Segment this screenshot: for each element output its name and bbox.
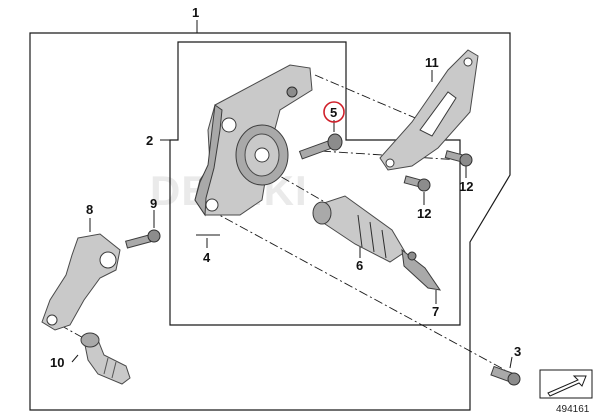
callout-12a: 12 [459,179,473,194]
assembly-frame-inner [169,41,461,326]
part-11-heel-plate [379,49,479,171]
part-8-footrest-arm [41,233,121,331]
axis-line-a [314,74,421,121]
axis-line-c [209,209,506,371]
part-10-footpeg [80,332,131,385]
highlight-ring-5 [323,101,345,123]
callout-1: 1 [192,5,199,20]
part-12-screw-b [403,175,431,192]
part-3-screw [490,365,521,386]
callout-8: 8 [86,202,93,217]
callout-6: 6 [356,258,363,273]
callout-10: 10 [50,355,64,370]
assembly-frame-outer [29,32,511,411]
part-9-screw [125,229,161,249]
callout-9: 9 [150,196,157,211]
plate-hole-bottom [205,198,219,212]
part-7-tip [401,248,442,291]
callout-2: 2 [146,133,153,148]
leader-line-10 [71,354,79,363]
part-2-bracket-plate [194,64,313,217]
callout-3: 3 [514,344,521,359]
direction-arrow-icon [539,369,593,399]
axis-line-b [251,159,331,206]
callout-11: 11 [425,55,439,70]
part-6-pivot-pin [312,195,406,263]
callout-12b: 12 [417,206,431,221]
axis-line-d [304,149,461,161]
part-12-screw-a [444,150,473,167]
plate-hole-top [221,117,237,133]
leader-line-3 [509,356,513,369]
callout-5: 5 [330,105,337,120]
callout-4: 4 [203,250,211,265]
callout-7: 7 [432,304,439,319]
part-5-bolt [298,133,343,160]
reference-number: 494161 [556,404,590,415]
